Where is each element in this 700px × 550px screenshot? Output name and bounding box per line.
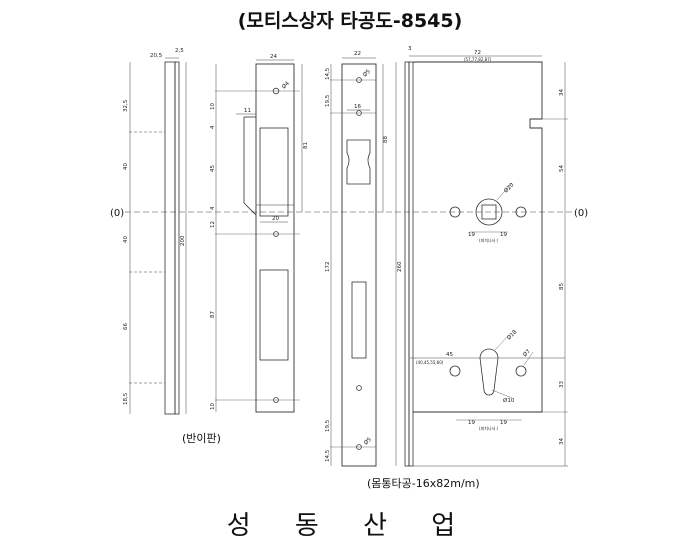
dim-phi5-a: Ø5 [361,68,372,79]
dim-260: 260 [397,261,403,272]
dim-40-a: 40 [123,163,129,170]
drawing-title: (모티스상자 타공도-8545) [237,10,463,32]
dim-20-5: 20,5 [150,53,163,59]
body-hole-caption: (몸통타공-16x82m/m) [367,477,480,490]
dim-66: 66 [123,323,129,330]
dim-33: 33 [559,381,565,388]
dim-19-5-b: 19,5 [325,419,331,432]
dim-24: 24 [270,54,277,60]
dim-34-a: 34 [559,89,565,96]
dim-19-b: 19 [500,232,507,238]
dim-45-sub: (40,45,55,60) [416,360,444,365]
dim-22: 22 [354,51,361,57]
dim-16: 16 [354,104,361,110]
dim-4-a: 4 [210,125,216,129]
dim-19-d: 19 [500,420,507,426]
dim-3: 3 [408,46,412,52]
dim-45-b: 45 [446,352,453,358]
dim-10-a: 10 [210,103,216,110]
dim-54: 54 [559,165,565,172]
dim-19-a: 19 [468,232,475,238]
dim-200: 200 [180,235,186,246]
faceplate-view [330,57,384,467]
dim-40-b: 40 [123,236,129,243]
dim-88: 88 [383,136,389,143]
company-name: 성 동 산 업 [226,511,474,541]
dim-phi18: Ø18 [505,328,518,341]
dim-phi4: Ø4 [280,80,291,91]
dim-18-5: 18,5 [123,392,129,405]
dim-4-b: 4 [210,206,216,210]
dim-phi10: Ø10 [503,397,515,404]
dim-14-5-b: 14,5 [325,449,331,462]
dim-11: 11 [244,108,251,114]
dim-32-5: 32,5 [123,99,129,112]
dim-19-5-a: 19,5 [325,94,331,107]
dim-phi20: Ø20 [502,181,515,194]
pitch-note-b: (피치나사 ( [479,425,499,431]
dim-72-sub: (57,77,82,87) [464,57,492,62]
dim-phi5-b: Ø5 [362,436,373,447]
strike-plate-view [215,59,303,413]
side-profile-view [129,57,187,415]
dim-19-c: 19 [468,420,475,426]
dim-2-5: 2,5 [175,48,184,54]
dim-72: 72 [474,50,481,56]
zero-label-right: (0) [574,208,588,219]
zero-label-left: (0) [110,208,124,219]
dim-85: 85 [559,283,565,290]
dim-12: 12 [210,221,216,228]
strike-plate-caption: (반이판) [182,432,221,445]
dim-phi7: Ø7 [521,348,532,359]
dim-20: 20 [272,216,279,222]
pitch-note-a: (피치나사 ( [479,237,499,243]
body-mortise-view [395,55,568,467]
dim-87: 87 [210,311,216,318]
dim-45: 45 [210,165,216,172]
dim-172: 172 [325,262,331,273]
dim-81: 81 [303,142,309,149]
dim-34-b: 34 [559,438,565,445]
dim-10-b: 10 [210,403,216,410]
dim-14-5-a: 14,5 [325,67,331,80]
